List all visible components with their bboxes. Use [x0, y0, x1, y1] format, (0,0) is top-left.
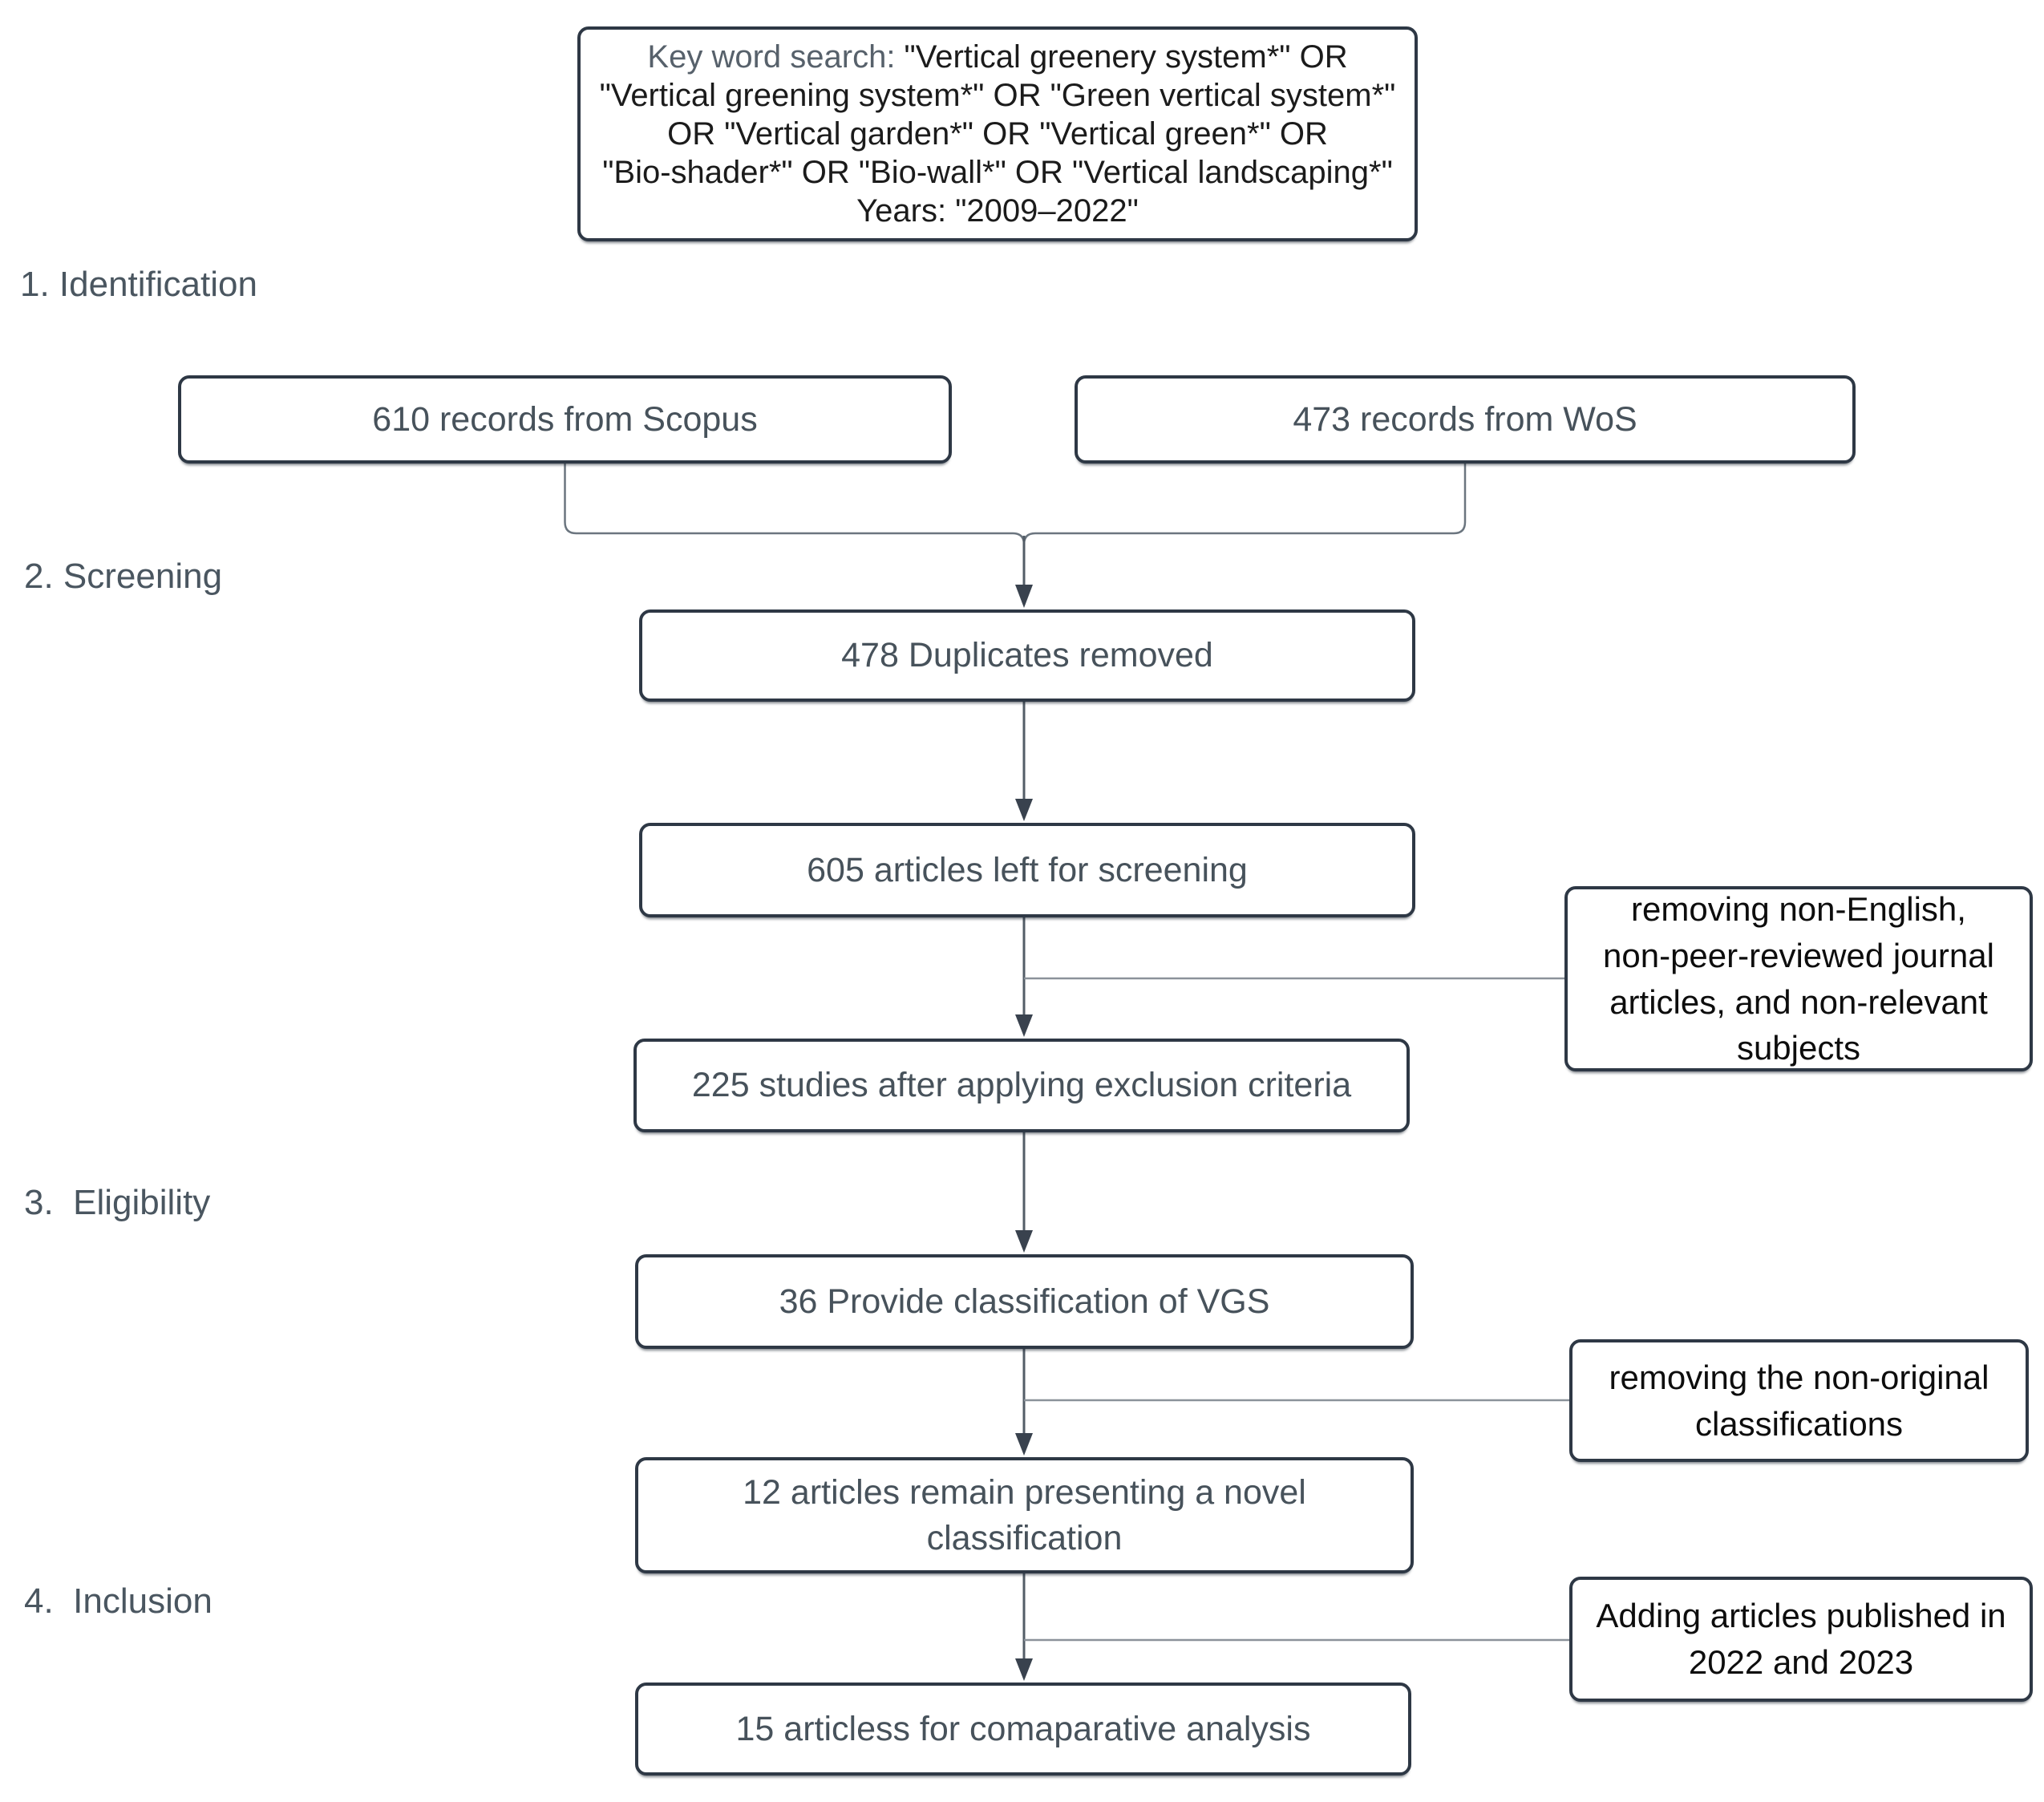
box-exclusion-applied: 225 studies after applying exclusion cri… — [633, 1039, 1410, 1132]
arrowhead-down — [1015, 1230, 1033, 1253]
stage-label-eligibility: 3. Eligibility — [24, 1183, 211, 1222]
stage-label-identification: 1. Identification — [20, 265, 257, 304]
arrowhead-down — [1015, 1433, 1033, 1456]
arrowhead-down — [1015, 585, 1033, 608]
arrowhead-down — [1015, 1658, 1033, 1681]
keyword-search-terms: "Vertical greenery system*" OR "Vertical… — [599, 39, 1396, 229]
box-exclusion-applied-label: 225 studies after applying exclusion cri… — [691, 1066, 1352, 1105]
note-non-original: removing the non-original classification… — [1569, 1339, 2029, 1462]
box-wos-records: 473 records from WoS — [1075, 375, 1856, 464]
note-non-original-label: removing the non-original classification… — [1609, 1358, 1989, 1443]
box-scopus-records: 610 records from Scopus — [178, 375, 952, 464]
box-articles-for-screening-label: 605 articles left for screening — [807, 850, 1248, 889]
stage-label-screening: 2. Screening — [24, 557, 223, 596]
note-exclusion-criteria: removing non-English, non-peer-reviewed … — [1564, 886, 2033, 1071]
note-added-articles-label: Adding articles published in 2022 and 20… — [1596, 1597, 2006, 1681]
box-comparative-analysis-label: 15 articless for comaparative analysis — [735, 1709, 1311, 1748]
arrowhead-down — [1015, 1014, 1033, 1037]
note-exclusion-criteria-label: removing non-English, non-peer-reviewed … — [1603, 889, 1994, 1067]
keyword-search-text: Key word search: "Vertical greenery syst… — [600, 38, 1396, 230]
box-duplicates-removed-label: 478 Duplicates removed — [841, 636, 1213, 675]
box-novel-classification-label: 12 articles remain presenting a novel cl… — [743, 1472, 1306, 1557]
box-comparative-analysis: 15 articless for comaparative analysis — [635, 1683, 1411, 1776]
keyword-search-label: Key word search: — [647, 39, 896, 75]
box-vgs-classification: 36 Provide classification of VGS — [635, 1254, 1414, 1349]
connector-merge-right — [1022, 464, 1467, 545]
keyword-search-box: Key word search: "Vertical greenery syst… — [577, 26, 1418, 241]
box-wos-records-label: 473 records from WoS — [1293, 399, 1637, 439]
box-duplicates-removed: 478 Duplicates removed — [639, 609, 1415, 702]
box-vgs-classification-label: 36 Provide classification of VGS — [779, 1282, 1270, 1321]
box-novel-classification: 12 articles remain presenting a novel cl… — [635, 1457, 1414, 1573]
box-scopus-records-label: 610 records from Scopus — [372, 399, 758, 439]
arrowhead-down — [1015, 799, 1033, 821]
connector-merge-left — [564, 464, 1026, 545]
box-articles-for-screening: 605 articles left for screening — [639, 823, 1415, 917]
note-added-articles: Adding articles published in 2022 and 20… — [1569, 1577, 2033, 1702]
stage-label-inclusion: 4. Inclusion — [24, 1581, 212, 1621]
